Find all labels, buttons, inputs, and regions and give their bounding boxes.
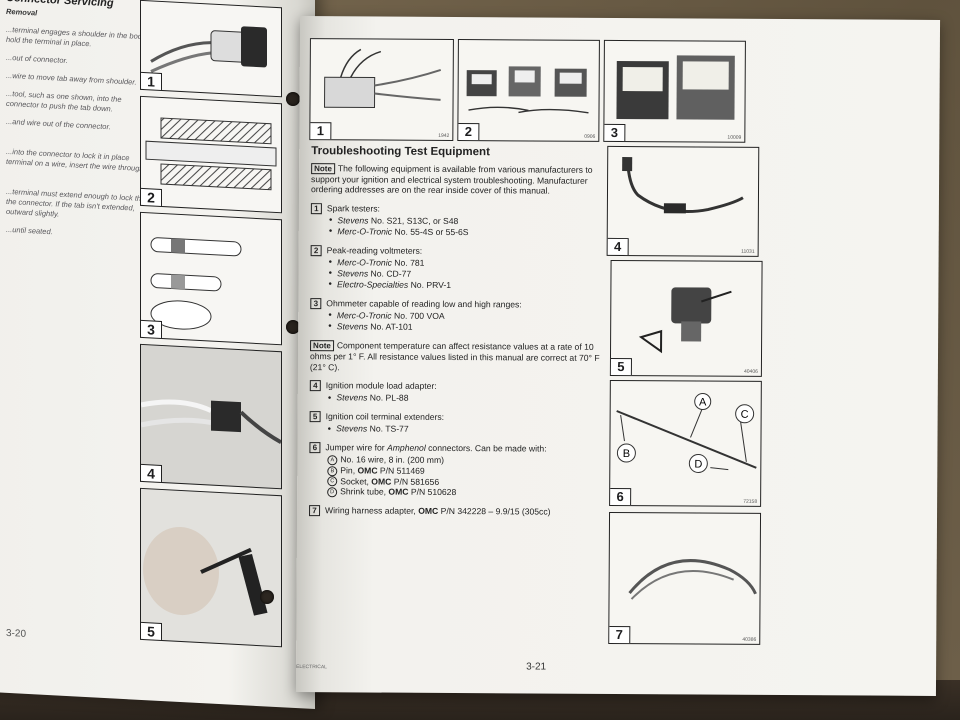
- item-number: 5: [309, 411, 321, 423]
- equipment-item-3: 3 Ohmmeter capable of reading low and hig…: [310, 298, 600, 334]
- item-number: 4: [309, 380, 321, 392]
- bullet-item: Stevens No. TS-77: [328, 423, 600, 436]
- binder-hole: [260, 590, 274, 604]
- figure-number: 7: [608, 625, 631, 645]
- item-text: Peak-reading voltmeters:: [326, 245, 423, 256]
- left-page-number: 3-20: [6, 627, 27, 640]
- left-paragraph: ...and wire out of the connector.: [6, 116, 111, 132]
- page-number: 3-21: [526, 661, 547, 673]
- page-footer: ELECTRICAL: [296, 664, 327, 671]
- item-text: Ignition module load adapter:: [325, 380, 437, 392]
- figure-number: 2: [140, 187, 162, 208]
- figure-number: 4: [140, 463, 162, 484]
- item-number: 7: [309, 505, 321, 517]
- figure-number: 2: [457, 123, 480, 142]
- left-figure-3: 3: [140, 211, 282, 346]
- figure-code: 40386: [742, 636, 757, 643]
- figure-7: 7 40386: [608, 511, 762, 645]
- figure-number: 1: [309, 122, 332, 141]
- callout-c: C: [741, 409, 749, 421]
- terminal-illustration: [150, 237, 242, 330]
- note-text: Component temperature can affect resista…: [309, 340, 600, 372]
- item-number: 3: [310, 298, 322, 310]
- figure-code: 40406: [743, 368, 758, 375]
- callout-d: D: [694, 458, 702, 470]
- item-number: 6: [309, 442, 321, 454]
- note-label: Note: [310, 340, 334, 352]
- spark-tester-illustration: [324, 48, 442, 109]
- equipment-item-4: 4 Ignition module load adapter: Stevens N…: [309, 380, 600, 405]
- callout-b: B: [623, 448, 630, 460]
- figure-number: 6: [609, 487, 632, 507]
- figure-code: 0906: [584, 133, 596, 140]
- bullet-item: Stevens No. AT-101: [328, 321, 600, 334]
- bullet-item: Merc-O-Tronic No. 55-4S or 55-6S: [329, 226, 601, 239]
- note-label: Note: [311, 162, 335, 174]
- item-text: Ignition coil terminal extenders:: [325, 411, 445, 423]
- left-page-text: Connector Servicing Removal ...terminal …: [6, 0, 156, 251]
- left-paragraph: ...into the connector to lock it in plac…: [6, 146, 144, 174]
- bullet-item: Electro-Specialties No. PRV-1: [328, 279, 600, 292]
- left-page: Connector Servicing Removal ...terminal …: [0, 0, 315, 710]
- left-paragraph: ...terminal engages a shoulder in the bo…: [6, 24, 155, 49]
- figure-number: 4: [606, 237, 629, 257]
- figure-3: 3 10009: [603, 39, 746, 143]
- figure-code: 72158: [743, 498, 758, 505]
- voltmeters-illustration: [466, 66, 589, 114]
- intro-text: The following equipment is available fro…: [310, 162, 593, 196]
- jumper-wire-illustration: A B C D: [616, 393, 757, 473]
- terminal-extender-illustration: [638, 287, 732, 354]
- item-number: 1: [310, 202, 322, 214]
- item-text: Spark testers:: [326, 203, 380, 214]
- figure-6: A B C D 6 72158: [609, 379, 762, 507]
- left-paragraph: ...out of connector.: [6, 52, 68, 66]
- ohmmeter-illustration: [616, 55, 735, 120]
- figure-number: 5: [140, 621, 162, 642]
- harness-adapter-illustration: [628, 559, 757, 600]
- connector-illustration: [150, 26, 267, 73]
- figure-number: 3: [140, 319, 162, 340]
- item-number: 2: [310, 244, 322, 257]
- figure-4: 4 11031: [606, 145, 760, 257]
- callout-a: A: [699, 396, 707, 408]
- left-figure-2: 2: [140, 95, 282, 214]
- binder-hole: [286, 92, 300, 106]
- left-paragraph: ...wire to move tab away from shoulder.: [6, 70, 137, 87]
- figure-number: 5: [609, 357, 632, 377]
- equipment-item-5: 5 Ignition coil terminal extenders: Steve…: [309, 411, 600, 436]
- hand-tool-photo: [143, 526, 268, 616]
- item-text: Ohmmeter capable of reading low and high…: [326, 298, 522, 310]
- figure-1: 1 1942: [309, 38, 454, 141]
- left-figure-1: 1: [140, 0, 282, 98]
- figure-code: 11031: [741, 248, 755, 255]
- section-title: Troubleshooting Test Equipment: [311, 145, 490, 159]
- right-page: 1 1942 2 0906 3 10009 4 11031: [295, 16, 941, 696]
- left-paragraph: ...tool, such as one shown, into the con…: [6, 88, 122, 114]
- figure-5: 5 40406: [609, 259, 763, 377]
- connector-photo: [140, 399, 282, 445]
- left-paragraph: ...until seated.: [6, 224, 53, 237]
- figure-code: 10009: [727, 134, 742, 141]
- left-figure-5: 5: [140, 487, 282, 648]
- figure-2: 2 0906: [457, 39, 600, 142]
- left-paragraph: ...terminal must extend enough to lock t…: [6, 186, 146, 219]
- figure-number: 1: [140, 71, 162, 92]
- cross-section-illustration: [145, 117, 277, 191]
- bullet-item: Stevens No. PL-88: [328, 392, 600, 405]
- load-adapter-illustration: [622, 157, 744, 214]
- figure-number: 3: [603, 123, 626, 143]
- binder-hole: [286, 320, 300, 334]
- left-figure-4: 4: [140, 343, 282, 490]
- figure-code: 1942: [438, 132, 450, 139]
